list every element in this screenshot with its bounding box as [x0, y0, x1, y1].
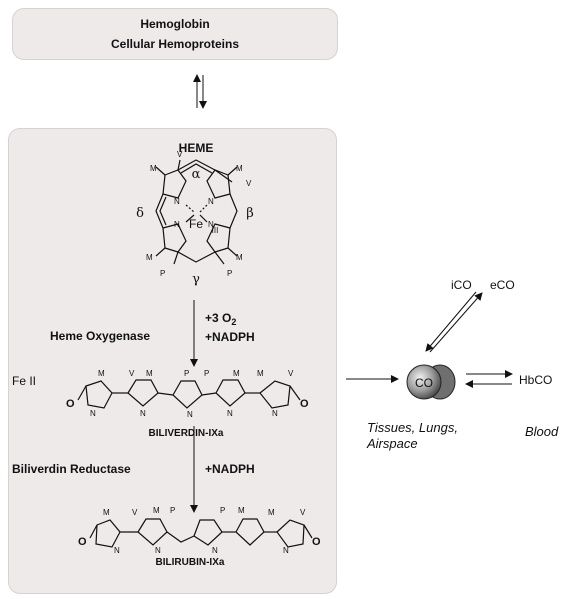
bv-m4: M	[257, 369, 264, 378]
co-label: CO	[415, 376, 433, 390]
bv-o1: O	[66, 398, 75, 410]
br-n4: N	[283, 546, 289, 555]
heme-oxygenase-label: Heme Oxygenase	[50, 329, 150, 343]
eco-label: eCO	[490, 278, 515, 292]
heme-title: HEME	[179, 141, 214, 155]
bv-o2: O	[300, 398, 309, 410]
br-v1: V	[132, 508, 138, 517]
gamma-label: γ	[192, 272, 200, 287]
equilibrium-arrows	[193, 74, 207, 109]
bv-p1: P	[184, 369, 189, 378]
fe-ii-label: Fe II	[12, 374, 36, 388]
nadph-reagent-2: +NADPH	[205, 462, 255, 476]
br-v2: V	[300, 508, 306, 517]
hemoproteins-box: Hemoglobin Cellular Hemoproteins	[12, 8, 338, 60]
bv-n4: N	[227, 409, 233, 418]
br-p2: P	[220, 506, 225, 515]
bilirubin-name: BILIRUBIN-IXa	[156, 557, 225, 568]
heme-p2: P	[227, 269, 232, 278]
bv-m3: M	[233, 369, 240, 378]
heme-n3: N	[174, 220, 180, 229]
br-m2: M	[153, 506, 160, 515]
co-cylinder	[406, 364, 456, 400]
beta-label: β	[246, 206, 254, 221]
br-o2: O	[312, 536, 321, 548]
br-m1: M	[103, 508, 110, 517]
br-m4: M	[268, 508, 275, 517]
br-n1: N	[114, 546, 120, 555]
tissues-label-line1: Tissues, Lungs,	[367, 420, 458, 435]
br-n2: N	[155, 546, 161, 555]
heme-m2: M	[236, 164, 243, 173]
br-o1: O	[78, 536, 87, 548]
heme-n4: N	[208, 220, 214, 229]
co-system-arrows	[346, 291, 513, 388]
heme-structure	[155, 159, 238, 265]
br-m3: M	[238, 506, 245, 515]
hemoglobin-label: Hemoglobin	[140, 17, 210, 31]
bv-n1: N	[90, 409, 96, 418]
biliverdin-structure	[77, 379, 301, 409]
blood-label: Blood	[525, 424, 559, 439]
heme-p1: P	[160, 269, 165, 278]
cellular-hemoproteins-label: Cellular Hemoproteins	[110, 37, 240, 51]
bv-m2: M	[146, 369, 153, 378]
bv-n2: N	[140, 409, 146, 418]
heme-n2: N	[208, 197, 214, 206]
bv-v1: V	[129, 369, 135, 378]
br-p1: P	[170, 506, 175, 515]
bv-v2: V	[288, 369, 294, 378]
o2-reagent: +3 O2	[205, 311, 236, 327]
fe-label: Fe	[189, 217, 203, 231]
br-n3: N	[212, 546, 218, 555]
nadph-reagent-1: +NADPH	[205, 330, 255, 344]
bv-n3: N	[187, 410, 193, 419]
heme-m4: M	[236, 253, 243, 262]
heme-pathway-box	[8, 128, 337, 594]
alpha-label: α	[192, 167, 201, 182]
bv-m1: M	[98, 369, 105, 378]
heme-m1: M	[150, 164, 157, 173]
bv-n5: N	[272, 409, 278, 418]
tissues-label-line2: Airspace	[366, 436, 418, 451]
ico-label: iCO	[451, 278, 472, 292]
biliverdin-name: BILIVERDIN-IXa	[148, 428, 223, 439]
bilirubin-structure	[89, 518, 313, 548]
hbco-label: HbCO	[519, 373, 552, 387]
biliverdin-reductase-label: Biliverdin Reductase	[12, 462, 131, 476]
heme-m3: M	[146, 253, 153, 262]
heme-v1: V	[177, 150, 183, 159]
heme-n1: N	[174, 197, 180, 206]
fe-oxidation-label: III	[212, 226, 219, 235]
bv-p2: P	[204, 369, 209, 378]
heme-v2: V	[246, 179, 252, 188]
delta-label: δ	[136, 206, 144, 221]
